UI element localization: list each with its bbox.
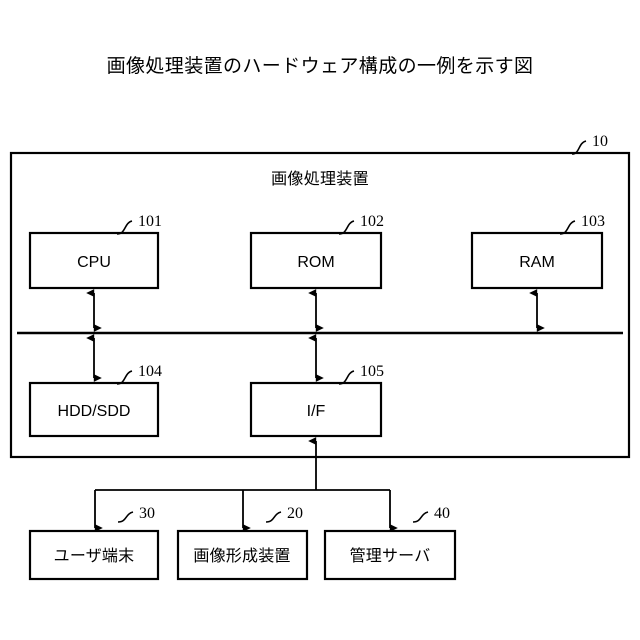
management-server-box: [323, 529, 457, 581]
leader-line-ram: [559, 220, 576, 235]
leader-line-rom: [338, 220, 355, 235]
image-forming-apparatus-label: 画像形成装置: [193, 547, 290, 565]
leader-line-cpu: [116, 220, 133, 235]
image-forming-apparatus-box: [176, 529, 309, 581]
ref-number-hdd-sdd: 104: [138, 363, 162, 380]
ref-number-cpu: 101: [138, 213, 162, 230]
cpu-box: [28, 231, 160, 290]
leader-line-outer-unit: [571, 140, 587, 155]
leader-line-interface: [338, 370, 355, 385]
leader-line-hdd-sdd: [116, 370, 133, 385]
rom-box: [249, 231, 383, 290]
ref-number-management-server: 40: [434, 505, 450, 522]
interface-label: I/F: [307, 403, 326, 420]
interface-box: [249, 381, 383, 438]
leader-line-management-server: [412, 511, 429, 523]
hdd-sdd-box: [28, 381, 160, 438]
ref-number-ram: 103: [581, 213, 605, 230]
ref-number-rom: 102: [360, 213, 384, 230]
ref-number-outer-unit: 10: [592, 133, 608, 150]
management-server-label: 管理サーバ: [350, 547, 431, 565]
leader-line-image-forming-apparatus: [265, 511, 282, 523]
ref-number-user-terminal: 30: [139, 505, 155, 522]
figure-title: 画像処理装置のハードウェア構成の一例を示す図: [107, 55, 534, 77]
ram-box: [470, 231, 604, 290]
user-terminal-box: [28, 529, 160, 581]
ref-number-interface: 105: [360, 363, 384, 380]
ram-label: RAM: [519, 254, 555, 271]
apparatus-title: 画像処理装置: [271, 170, 369, 188]
hdd-sdd-label: HDD/SDD: [58, 403, 131, 420]
rom-label: ROM: [297, 254, 334, 271]
user-terminal-label: ユーザ端末: [54, 547, 135, 565]
leader-line-user-terminal: [117, 511, 134, 523]
ref-number-image-forming-apparatus: 20: [287, 505, 303, 522]
cpu-label: CPU: [77, 254, 111, 271]
